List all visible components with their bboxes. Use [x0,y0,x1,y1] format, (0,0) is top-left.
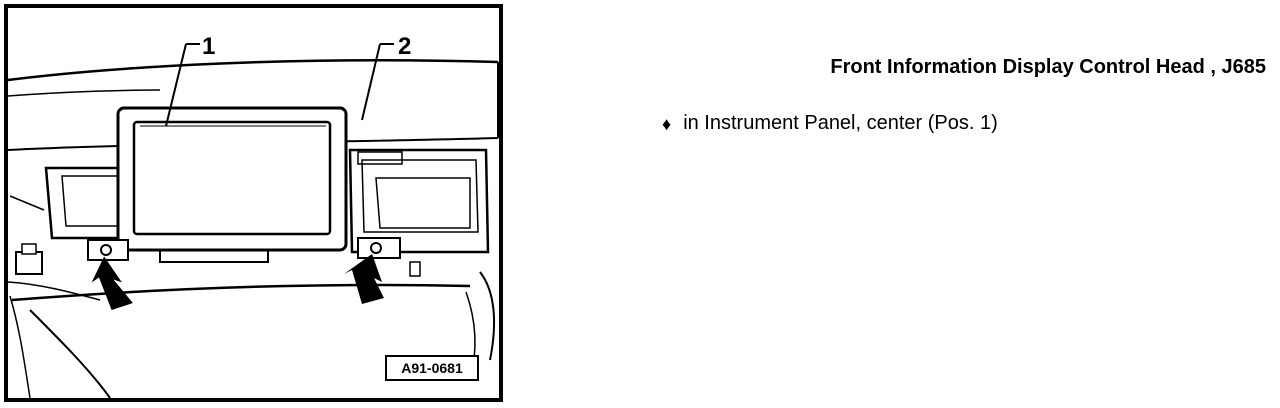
dash-contour [7,89,161,97]
right-bracket [348,148,490,254]
display-screen [132,120,332,236]
display-housing [116,106,348,252]
location-text: in Instrument Panel, center (Pos. 1) [683,112,998,134]
callout-1-leader [165,43,200,127]
diamond-bullet-icon: ♦ [662,113,672,134]
left-arrow [91,256,133,311]
left-screw [100,244,112,256]
callout-1: 1 [202,33,215,60]
right-arrow [344,254,384,304]
right-screw [370,242,382,254]
component-title: Front Information Display Control Head ,… [830,56,1266,78]
location-bullet: ♦ in Instrument Panel, center (Pos. 1) [662,112,998,135]
dash-top-edge [7,58,499,82]
right-mount-tab [357,237,401,259]
diagram-figure: 1 2 A91-0681 [0,0,520,408]
connector [15,251,43,275]
callout-2-leader [361,43,394,121]
callout-2: 2 [398,33,411,60]
figure-code-box [385,355,479,381]
figure-code: A91-0681 [401,360,463,376]
left-mount-tab [87,239,129,261]
lower-dash [11,283,471,302]
dashboard-illustration: 1 2 A91-0681 [4,4,503,402]
